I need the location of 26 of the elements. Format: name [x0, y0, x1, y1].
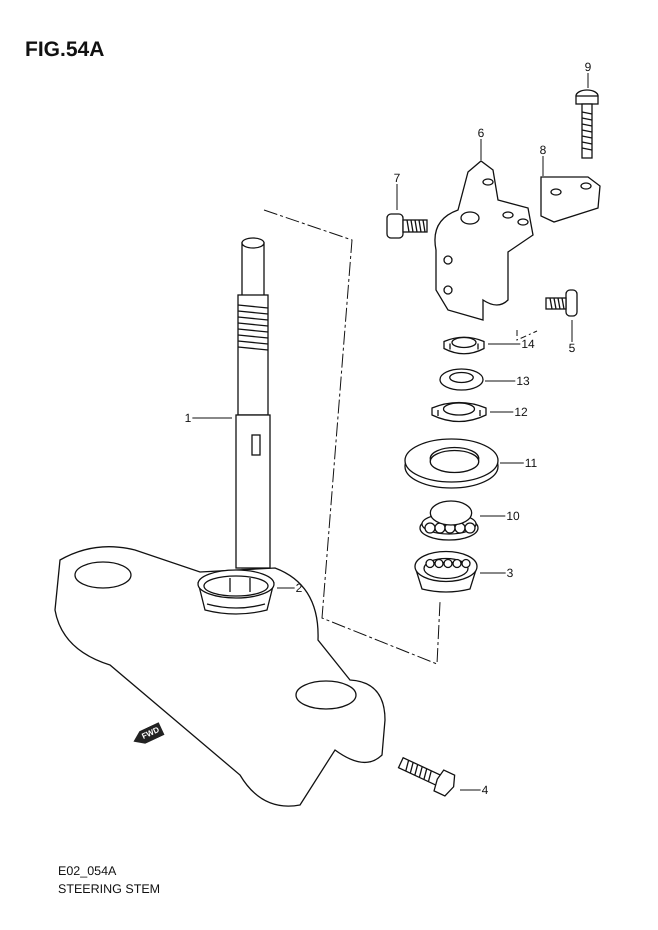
leader-line: [500, 462, 524, 464]
callout-number: 11: [524, 457, 538, 469]
leader-line: [484, 380, 516, 382]
washer-drawing: [438, 367, 485, 392]
leader-line: [480, 138, 482, 160]
leader-line: [480, 572, 506, 574]
callout-number: 7: [392, 172, 402, 184]
leader-line: [542, 156, 544, 176]
bearing-race-drawing: [412, 550, 480, 595]
leader-line: [396, 184, 398, 210]
figure-title: FIG.54A: [25, 37, 104, 63]
bolt-drawing: [573, 88, 601, 160]
callout-number: 10: [505, 510, 521, 522]
handlebar-holder-drawing: [540, 176, 602, 224]
callout-number: 12: [513, 406, 529, 418]
callout-number: 9: [584, 61, 592, 73]
figure-caption: STEERING STEM: [58, 881, 160, 898]
callout-number: 8: [538, 144, 548, 156]
callout-number: 4: [480, 784, 490, 796]
callout-number: 6: [476, 127, 486, 139]
callout-number: 13: [515, 375, 531, 387]
callout-number: 14: [520, 338, 536, 350]
callout-number: 3: [506, 567, 514, 579]
callout-number: 5: [568, 342, 576, 354]
callout-number: 1: [184, 412, 192, 424]
figure-caption: E02_054A: [58, 863, 118, 880]
